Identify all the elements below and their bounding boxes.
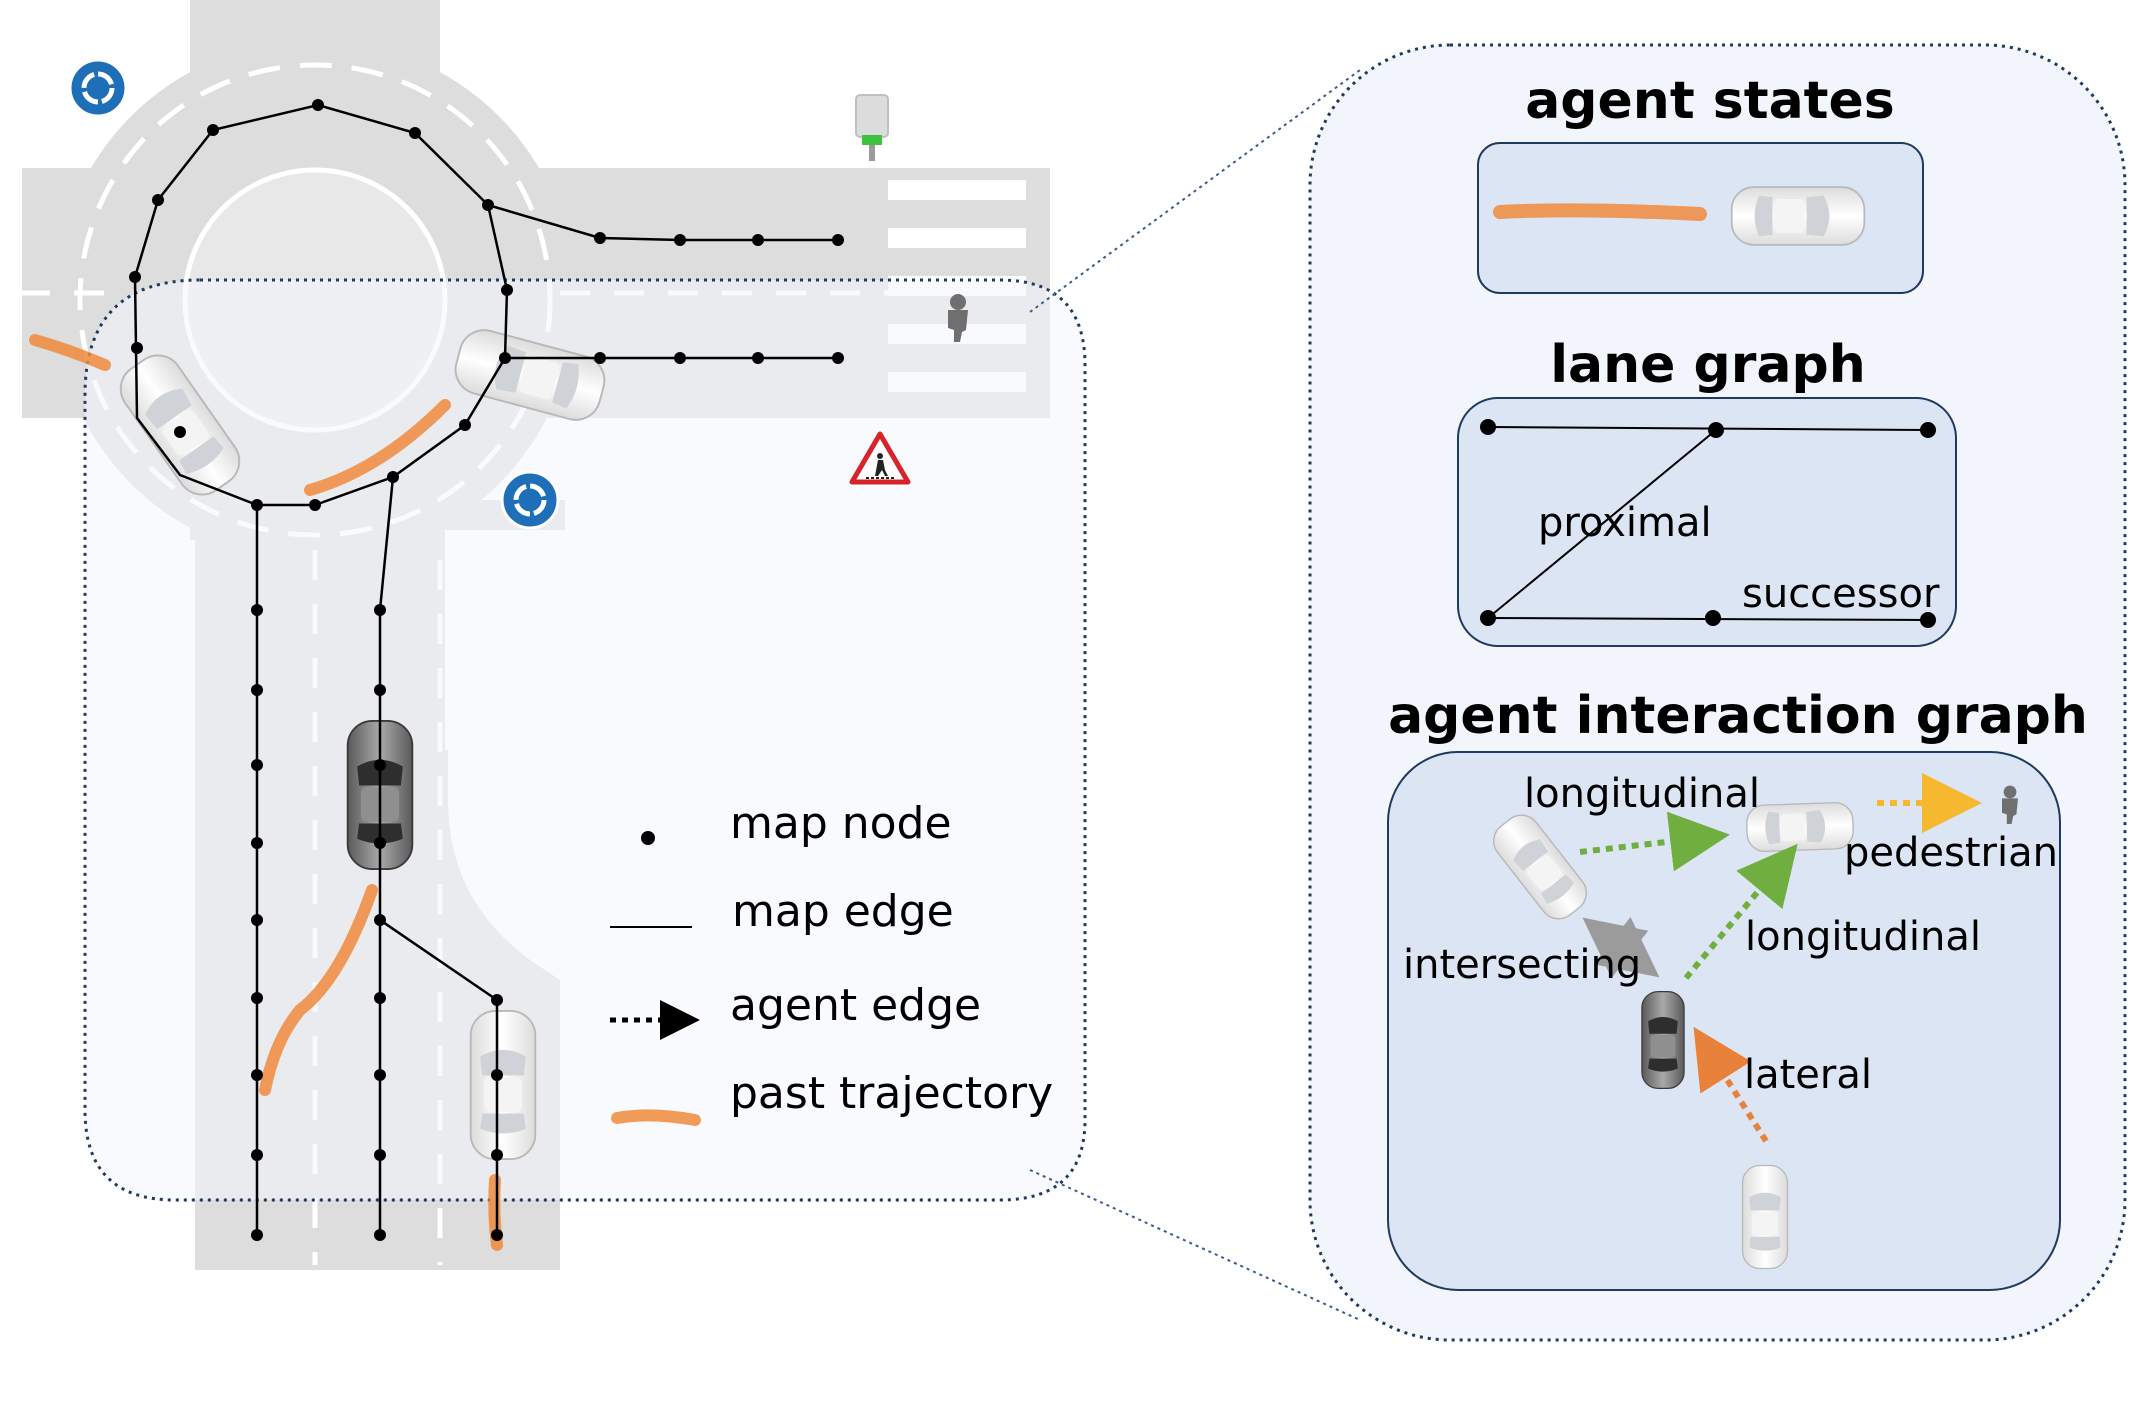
car-icon bbox=[1745, 801, 1855, 853]
zoom-connector-top bbox=[1029, 69, 1361, 313]
pedestrian-icon bbox=[948, 294, 968, 342]
car-icon bbox=[469, 1009, 537, 1161]
legend-map-node-label: map node bbox=[730, 798, 952, 849]
intersecting-label: intersecting bbox=[1403, 942, 1641, 988]
zoom-connector-bottom bbox=[1029, 1169, 1361, 1321]
lane-graph-example bbox=[1480, 419, 1936, 628]
agent-state-trajectory bbox=[1493, 203, 1707, 221]
legend-map-edge-label: map edge bbox=[732, 886, 954, 937]
car-icon bbox=[1741, 1164, 1789, 1270]
lateral-label: lateral bbox=[1744, 1052, 1872, 1098]
longitudinal-label-top: longitudinal bbox=[1524, 771, 1760, 817]
legend-agent-edge-label: agent edge bbox=[730, 980, 981, 1031]
legend-past-trajectory-swatch bbox=[611, 1109, 701, 1126]
longitudinal-label-right: longitudinal bbox=[1745, 914, 1981, 960]
legend-map-node-swatch bbox=[641, 831, 655, 845]
successor-label: successor bbox=[1742, 571, 1940, 617]
car-icon bbox=[1730, 186, 1866, 246]
legend: map node map edge agent edge past trajec… bbox=[610, 798, 1053, 1126]
map-nodes bbox=[129, 99, 844, 1241]
agent-edges bbox=[1579, 773, 1982, 1143]
legend-past-trajectory-label: past trajectory bbox=[730, 1068, 1053, 1119]
agent-states-title: agent states bbox=[1525, 71, 1895, 131]
car-icon bbox=[1641, 991, 1685, 1089]
pedestrian-icon bbox=[2002, 785, 2018, 824]
pedestrian-label: pedestrian bbox=[1844, 830, 2058, 876]
roundabout-sign-icon bbox=[500, 470, 560, 530]
pedestrian-crossing-warning-sign-icon bbox=[849, 431, 911, 485]
longitudinal-edge-right bbox=[1683, 843, 1798, 980]
roundabout-sign-icon bbox=[68, 58, 128, 118]
lane-graph-box bbox=[1457, 397, 1957, 647]
proximal-label: proximal bbox=[1538, 500, 1712, 546]
agent-interaction-graph-title: agent interaction graph bbox=[1388, 686, 2088, 746]
lane-graph-title: lane graph bbox=[1550, 335, 1866, 395]
traffic-light-icon bbox=[855, 94, 889, 161]
longitudinal-edge-top bbox=[1579, 811, 1730, 872]
